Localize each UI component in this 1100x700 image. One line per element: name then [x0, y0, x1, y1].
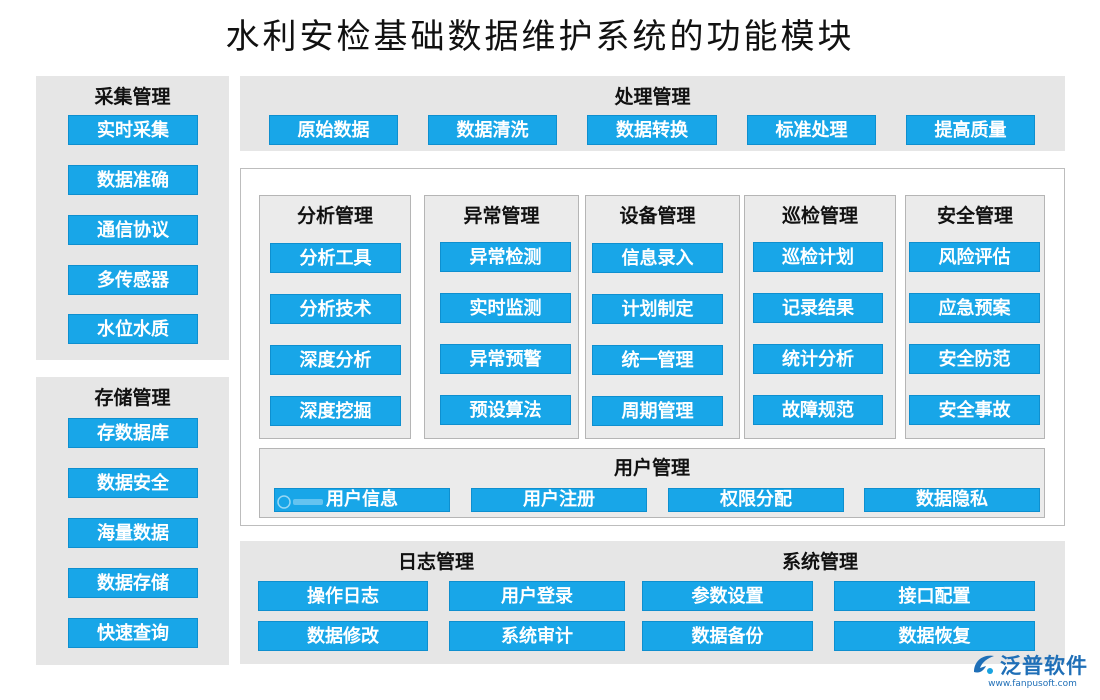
brand-name: 泛普软件	[1000, 654, 1088, 678]
processing-item-5: 提高质量	[906, 115, 1035, 145]
analysis-heading: 分析管理	[296, 205, 373, 227]
safety-item-1: 风险评估	[909, 242, 1040, 272]
inspection-item-3: 统计分析	[753, 344, 883, 374]
storage-item-4: 数据存储	[68, 568, 198, 598]
brand-logo: 泛普软件 www.fanpusoft.com	[970, 652, 1095, 694]
brand-url: www.fanpusoft.com	[988, 679, 1077, 689]
collection-item-4: 多传感器	[68, 265, 198, 295]
collection-item-3: 通信协议	[68, 215, 198, 245]
inspection-item-2: 记录结果	[753, 293, 883, 323]
processing-item-4: 标准处理	[747, 115, 876, 145]
storage-heading: 存储管理	[94, 387, 171, 409]
storage-item-2: 数据安全	[68, 468, 198, 498]
storage-item-3: 海量数据	[68, 518, 198, 548]
anomaly-item-4: 预设算法	[440, 395, 571, 425]
storage-item-1: 存数据库	[68, 418, 198, 448]
processing-item-3: 数据转换	[587, 115, 717, 145]
log-item-3: 数据修改	[258, 621, 428, 651]
collection-item-1: 实时采集	[68, 115, 198, 145]
anomaly-heading: 异常管理	[463, 205, 540, 227]
user-item-3: 权限分配	[668, 488, 844, 512]
anomaly-item-3: 异常预警	[440, 344, 571, 374]
user-item-1: 用户信息	[274, 488, 450, 512]
equipment-item-3: 统一管理	[592, 345, 723, 375]
processing-item-2: 数据清洗	[428, 115, 557, 145]
watermark-logo-icon	[277, 495, 323, 509]
log-heading: 日志管理	[397, 551, 474, 573]
user-item-2: 用户注册	[471, 488, 647, 512]
safety-item-2: 应急预案	[909, 293, 1040, 323]
system-item-3: 数据备份	[642, 621, 813, 651]
user-item-4: 数据隐私	[864, 488, 1040, 512]
safety-item-3: 安全防范	[909, 344, 1040, 374]
log-item-1: 操作日志	[258, 581, 428, 611]
system-item-4: 数据恢复	[834, 621, 1035, 651]
processing-heading: 处理管理	[614, 86, 691, 108]
anomaly-item-1: 异常检测	[440, 242, 571, 272]
storage-item-5: 快速查询	[68, 618, 198, 648]
equipment-item-4: 周期管理	[592, 396, 723, 426]
inspection-heading: 巡检管理	[781, 205, 858, 227]
collection-heading: 采集管理	[94, 86, 171, 108]
user-heading: 用户管理	[613, 457, 690, 479]
anomaly-item-2: 实时监测	[440, 293, 571, 323]
equipment-item-2: 计划制定	[592, 294, 723, 324]
inspection-item-1: 巡检计划	[753, 242, 883, 272]
equipment-heading: 设备管理	[619, 205, 696, 227]
brand-mark-icon	[974, 655, 994, 674]
system-heading: 系统管理	[781, 551, 858, 573]
analysis-item-2: 分析技术	[270, 294, 401, 324]
analysis-item-1: 分析工具	[270, 243, 401, 273]
diagram-title: 水利安检基础数据维护系统的功能模块	[225, 17, 855, 57]
safety-item-4: 安全事故	[909, 395, 1040, 425]
log-item-4: 系统审计	[449, 621, 625, 651]
log-item-2: 用户登录	[449, 581, 625, 611]
inspection-item-4: 故障规范	[753, 395, 883, 425]
analysis-item-3: 深度分析	[270, 345, 401, 375]
safety-heading: 安全管理	[936, 205, 1013, 227]
collection-item-2: 数据准确	[68, 165, 198, 195]
system-item-1: 参数设置	[642, 581, 813, 611]
processing-item-1: 原始数据	[269, 115, 398, 145]
equipment-item-1: 信息录入	[592, 243, 723, 273]
analysis-item-4: 深度挖掘	[270, 396, 401, 426]
system-item-2: 接口配置	[834, 581, 1035, 611]
collection-item-5: 水位水质	[68, 314, 198, 344]
